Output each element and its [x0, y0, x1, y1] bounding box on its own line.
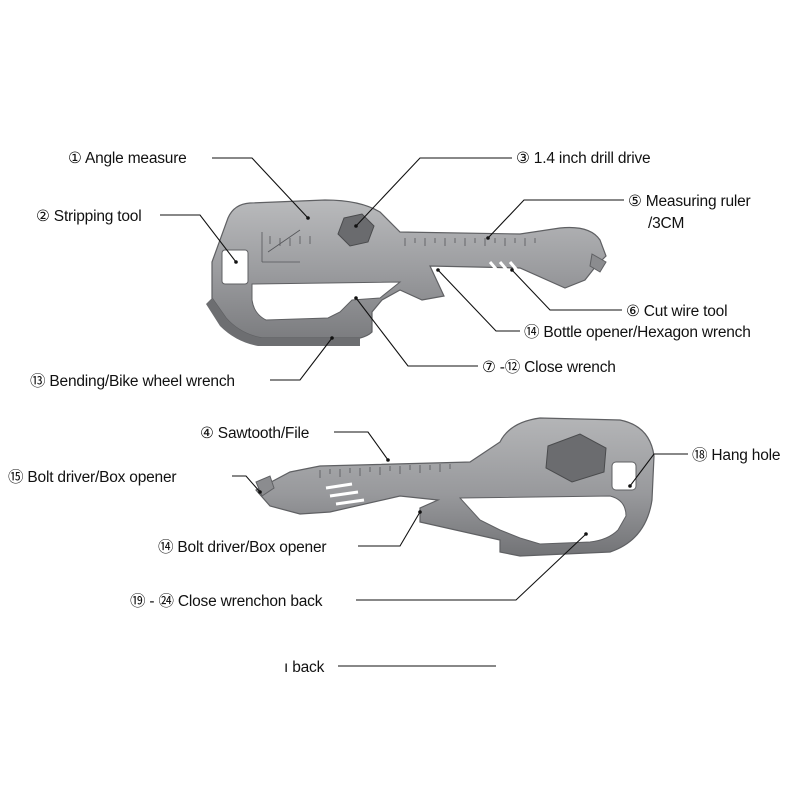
hex-drill-drive — [337, 213, 375, 247]
leader-close-wrench — [355, 297, 478, 367]
label-close-wrench: ⑦ -⑫ Close wrench — [482, 358, 616, 376]
leader-lines — [160, 157, 688, 667]
label-bolt-driver-left: ⑮ Bolt driver/Box opener — [8, 468, 176, 486]
label-hang-hole: ⑱ Hang hole — [692, 446, 780, 464]
cut-wire-grooves — [488, 261, 524, 277]
top-ruler-ticks — [404, 238, 536, 246]
label-close-wrench-back: ⑲ - ㉔ Close wrenchon back — [130, 592, 323, 610]
label-bolt-driver-bottom: ⑭ Bolt driver/Box opener — [158, 538, 326, 556]
leader-sawtooth — [334, 431, 389, 461]
label-footer-stray: ı back — [284, 659, 325, 676]
label-measuring-ruler-line1: ⑤ Measuring ruler — [628, 193, 751, 210]
label-measuring-ruler-line2: /3CM — [648, 215, 684, 232]
label-sawtooth-file: ④ Sawtooth/File — [200, 425, 309, 442]
bottom-grooves — [325, 482, 365, 506]
hang-hole — [611, 461, 637, 491]
leader-bolt-driver-left — [232, 475, 261, 493]
angle-scale — [261, 229, 311, 263]
leader-dots — [234, 216, 632, 536]
leader-bolt-driver-bottom — [358, 511, 421, 547]
stripping-slot — [221, 249, 249, 285]
label-angle-measure: ① Angle measure — [68, 150, 187, 167]
hex-wrench-opening — [545, 433, 607, 483]
top-tip-hook — [589, 253, 607, 273]
bottom-ruler-ticks — [319, 464, 451, 478]
leader-hang-hole — [629, 453, 688, 487]
label-drill-drive: ③ 1.4 inch drill drive — [516, 150, 650, 167]
leader-bottle-opener — [437, 269, 520, 332]
label-cut-wire-tool: ⑥ Cut wire tool — [626, 303, 727, 320]
bottom-key-tool — [255, 417, 655, 557]
leader-measuring-ruler — [487, 199, 624, 239]
leader-cut-wire — [511, 269, 622, 311]
bottom-key-window — [458, 495, 627, 545]
leader-drill-drive — [355, 157, 512, 227]
label-bending-wrench: ⑬ Bending/Bike wheel wrench — [30, 372, 235, 390]
top-key-edge — [206, 298, 360, 346]
top-key-tool — [206, 199, 607, 346]
leader-angle-measure — [212, 157, 309, 219]
leader-bending — [270, 337, 333, 381]
label-stripping-tool: ② Stripping tool — [36, 208, 141, 225]
label-bottle-opener: ⑭ Bottle opener/Hexagon wrench — [524, 323, 751, 341]
leader-close-wrench-back — [356, 533, 587, 601]
leader-stripping-tool — [160, 214, 237, 263]
